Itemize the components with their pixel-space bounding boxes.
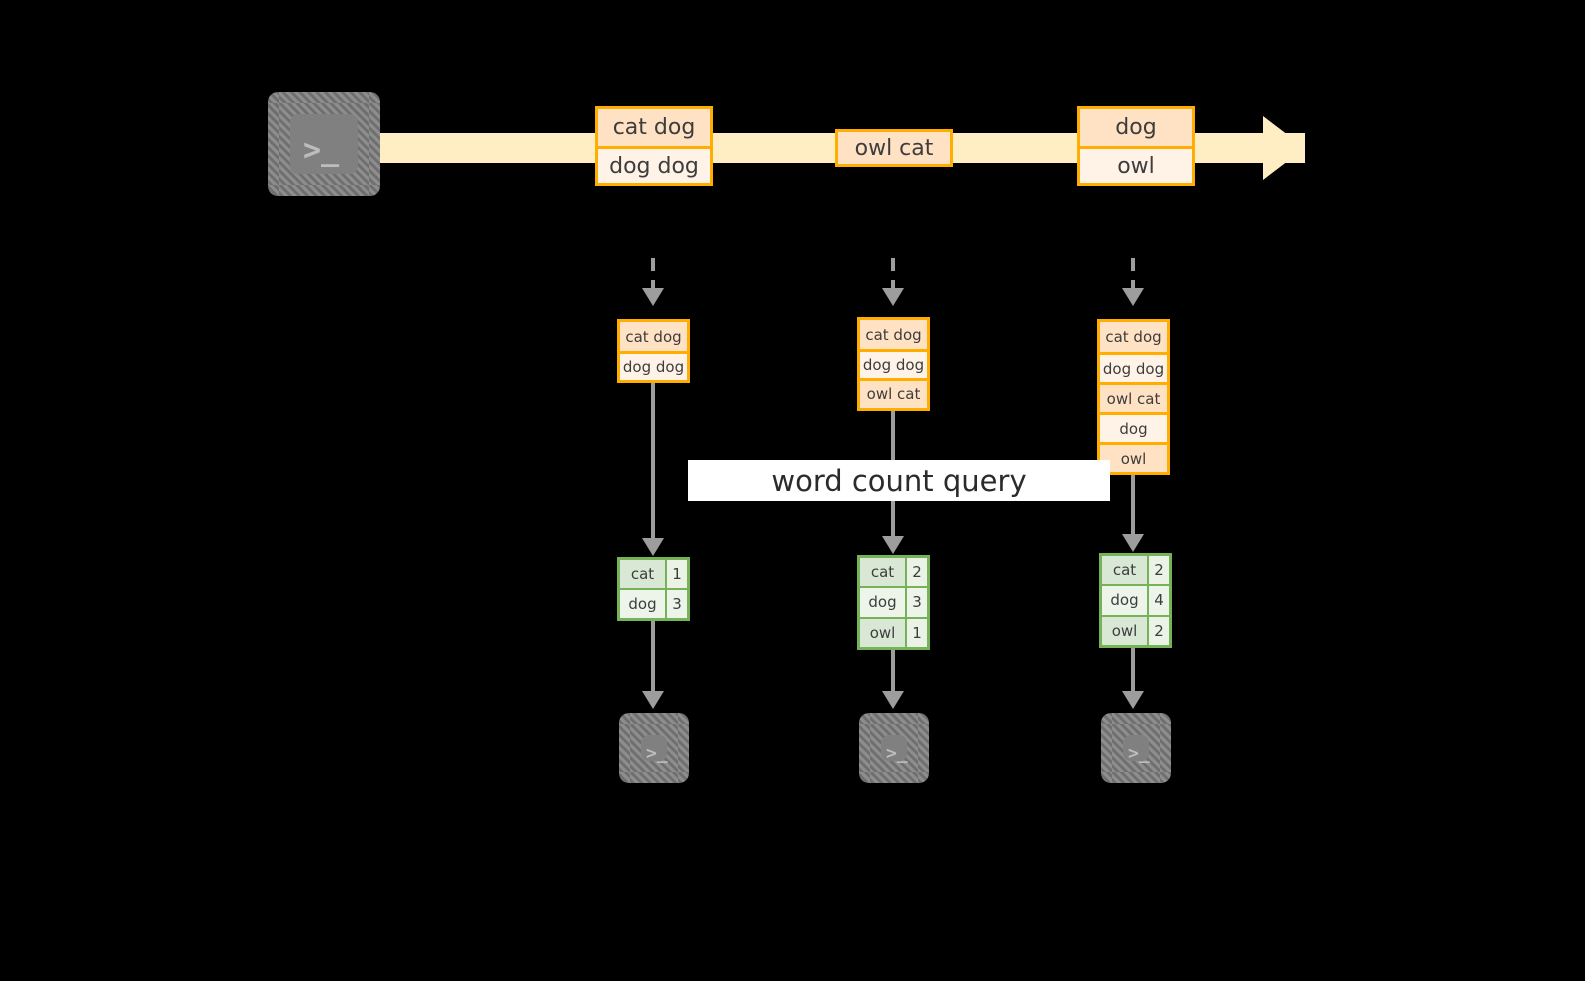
batch-to-result-arrowhead	[1122, 534, 1144, 552]
result-word-cell: owl	[860, 618, 905, 647]
result-to-sink-connector	[891, 650, 895, 691]
batch-line: owl cat	[860, 378, 927, 407]
batch-line: cat dog	[1100, 322, 1167, 352]
batch-to-result-arrowhead	[882, 536, 904, 554]
table-row: owl 2	[1102, 614, 1169, 645]
table-row: cat 1	[620, 560, 687, 588]
stream-to-batch-arrowhead	[642, 288, 664, 306]
batch-line: dog	[1100, 412, 1167, 442]
table-row: cat 2	[1102, 556, 1169, 585]
event-stream-arrowhead	[1263, 116, 1305, 180]
stream-event-box[interactable]: cat dog dog dog	[595, 106, 713, 186]
result-table[interactable]: cat 2 dog 3 owl 1	[857, 555, 930, 650]
result-to-sink-arrowhead	[882, 691, 904, 709]
result-to-sink-connector	[1131, 648, 1135, 691]
batch-snapshot-box[interactable]: cat dog dog dog owl cat dog owl	[1097, 319, 1170, 475]
stream-to-batch-connector	[891, 258, 895, 288]
batch-snapshot-box[interactable]: cat dog dog dog owl cat	[857, 317, 930, 411]
stream-to-batch-arrowhead	[882, 288, 904, 306]
result-count-cell: 2	[1147, 616, 1169, 645]
stream-event-box[interactable]: dog owl	[1077, 106, 1195, 186]
batch-line: dog dog	[860, 349, 927, 378]
batch-to-result-arrowhead	[642, 538, 664, 556]
terminal-prompt-glyph: >_	[646, 743, 668, 764]
sink-terminal-icon[interactable]: >_	[859, 713, 929, 783]
stream-event-line: cat dog	[598, 109, 710, 146]
result-to-sink-arrowhead	[642, 691, 664, 709]
batch-line: cat dog	[860, 320, 927, 349]
result-word-cell: dog	[1102, 586, 1147, 615]
stream-to-batch-connector	[1131, 258, 1135, 288]
result-word-cell: dog	[860, 588, 905, 617]
batch-to-result-connector	[1131, 475, 1135, 534]
result-word-cell: owl	[1102, 616, 1147, 645]
table-row: dog 3	[620, 588, 687, 618]
result-count-cell: 4	[1147, 586, 1169, 615]
result-count-cell: 2	[1147, 556, 1169, 585]
result-count-cell: 1	[665, 560, 687, 588]
result-word-cell: cat	[860, 558, 905, 587]
stream-event-line: dog	[1080, 109, 1192, 146]
stream-to-batch-connector	[651, 258, 655, 288]
terminal-screen	[290, 114, 358, 174]
result-word-cell: dog	[620, 590, 665, 618]
result-table[interactable]: cat 1 dog 3	[617, 557, 690, 621]
terminal-prompt-glyph: >_	[303, 133, 340, 168]
result-word-cell: cat	[620, 560, 665, 588]
terminal-screen	[881, 735, 907, 761]
stream-event-line: owl	[1080, 146, 1192, 183]
batch-snapshot-box[interactable]: cat dog dog dog	[617, 319, 690, 383]
terminal-screen	[641, 735, 667, 761]
stream-event-line: owl cat	[838, 132, 950, 164]
result-to-sink-connector	[651, 621, 655, 691]
sink-terminal-icon[interactable]: >_	[619, 713, 689, 783]
result-count-cell: 3	[905, 588, 927, 617]
batch-line: dog dog	[620, 351, 687, 380]
batch-to-result-connector	[651, 383, 655, 538]
result-table[interactable]: cat 2 dog 4 owl 2	[1099, 553, 1172, 648]
batch-line: dog dog	[1100, 352, 1167, 382]
batch-line: owl	[1100, 442, 1167, 472]
result-count-cell: 3	[665, 590, 687, 618]
terminal-prompt-glyph: >_	[1128, 743, 1150, 764]
stream-to-batch-arrowhead	[1122, 288, 1144, 306]
stream-event-box[interactable]: owl cat	[835, 129, 953, 167]
table-row: dog 3	[860, 586, 927, 617]
terminal-prompt-glyph: >_	[886, 743, 908, 764]
source-terminal-icon[interactable]: >_	[268, 92, 380, 196]
batch-line: cat dog	[620, 322, 687, 351]
table-row: owl 1	[860, 616, 927, 647]
terminal-screen	[1123, 735, 1149, 761]
result-to-sink-arrowhead	[1122, 691, 1144, 709]
sink-terminal-icon[interactable]: >_	[1101, 713, 1171, 783]
result-word-cell: cat	[1102, 556, 1147, 585]
stream-event-line: dog dog	[598, 146, 710, 183]
table-row: cat 2	[860, 558, 927, 587]
batch-line: owl cat	[1100, 382, 1167, 412]
query-label: word count query	[688, 460, 1110, 501]
result-count-cell: 2	[905, 558, 927, 587]
table-row: dog 4	[1102, 584, 1169, 615]
result-count-cell: 1	[905, 618, 927, 647]
